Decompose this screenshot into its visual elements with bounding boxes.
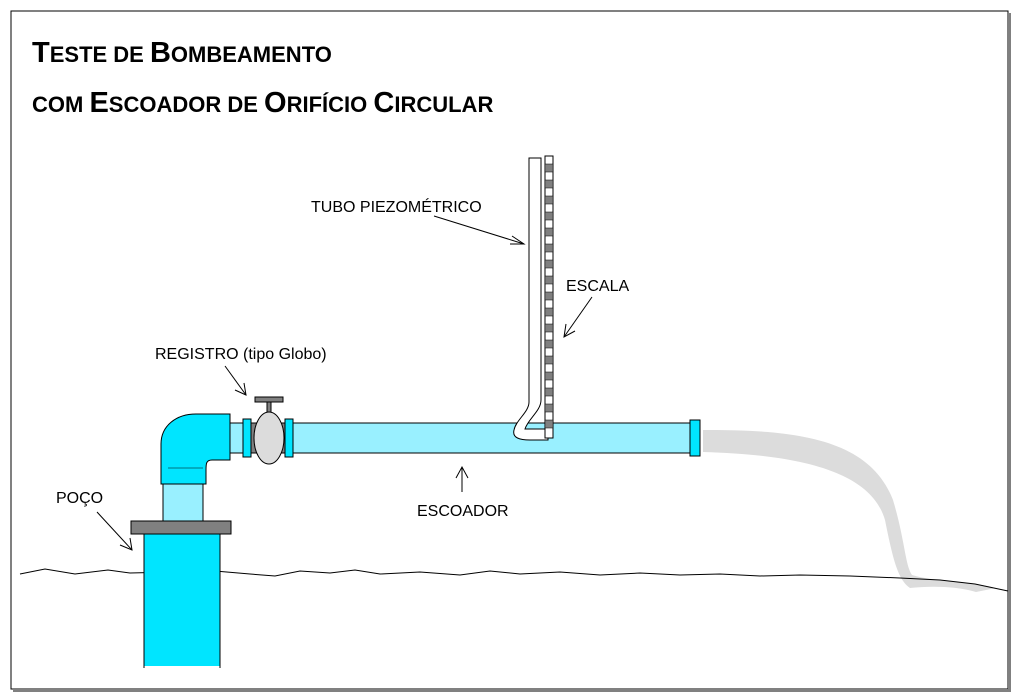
water-jet — [703, 430, 996, 592]
arrow-tubo — [433, 215, 525, 245]
well-casing — [144, 534, 220, 666]
scale-mark — [544, 323, 554, 333]
title-line-2: COM ESCOADOR DE ORIFÍCIO CIRCULAR — [32, 87, 493, 119]
valve-globe — [253, 411, 285, 465]
arrow-tubo-head — [510, 235, 526, 245]
arrow-poco-head — [119, 537, 133, 551]
scale — [544, 155, 554, 439]
scale-mark — [544, 339, 554, 349]
arrow-escala — [563, 296, 593, 338]
scale-mark — [544, 163, 554, 173]
riser-pipe — [162, 481, 204, 522]
arrows — [96, 215, 593, 551]
scale-mark — [544, 307, 554, 317]
pipe-elbow — [160, 413, 231, 485]
scale-mark — [544, 259, 554, 269]
scale-mark — [544, 387, 554, 397]
scale-mark — [544, 355, 554, 365]
well-cap-plate — [130, 520, 232, 535]
orifice-flange — [689, 419, 701, 457]
arrow-escala-head — [563, 323, 576, 338]
scale-mark — [544, 243, 554, 253]
title-line-1: TESTE DE BOMBEAMENTO — [32, 37, 332, 69]
arrow-registro — [224, 365, 247, 396]
label-escala: ESCALA — [566, 278, 629, 295]
scale-mark — [544, 195, 554, 205]
scale-mark — [544, 211, 554, 221]
coupling-pipe — [229, 422, 245, 454]
discharge-pipe — [292, 422, 691, 454]
piezometer-tube — [513, 157, 549, 441]
label-registro: REGISTRO (tipo Globo) — [155, 346, 327, 363]
slide-shadow-bottom — [13, 689, 1010, 692]
scale-mark — [544, 403, 554, 413]
label-poco: POÇO — [56, 490, 103, 507]
scale-mark — [544, 179, 554, 189]
scale-mark — [544, 227, 554, 237]
label-tubo-piezometrico: TUBO PIEZOMÉTRICO — [311, 197, 482, 216]
scale-mark — [544, 419, 554, 429]
valve-flange-left — [242, 418, 252, 458]
arrow-poco — [96, 511, 133, 551]
scale-mark — [544, 291, 554, 301]
arrow-registro-head — [234, 382, 247, 396]
valve-flange-right — [284, 418, 294, 458]
scale-mark — [544, 275, 554, 285]
valve-handwheel — [254, 396, 284, 403]
label-escoador: ESCOADOR — [417, 503, 509, 520]
arrow-escoador-head — [455, 465, 469, 479]
scale-mark — [544, 371, 554, 381]
slide-shadow-right — [1008, 13, 1011, 692]
